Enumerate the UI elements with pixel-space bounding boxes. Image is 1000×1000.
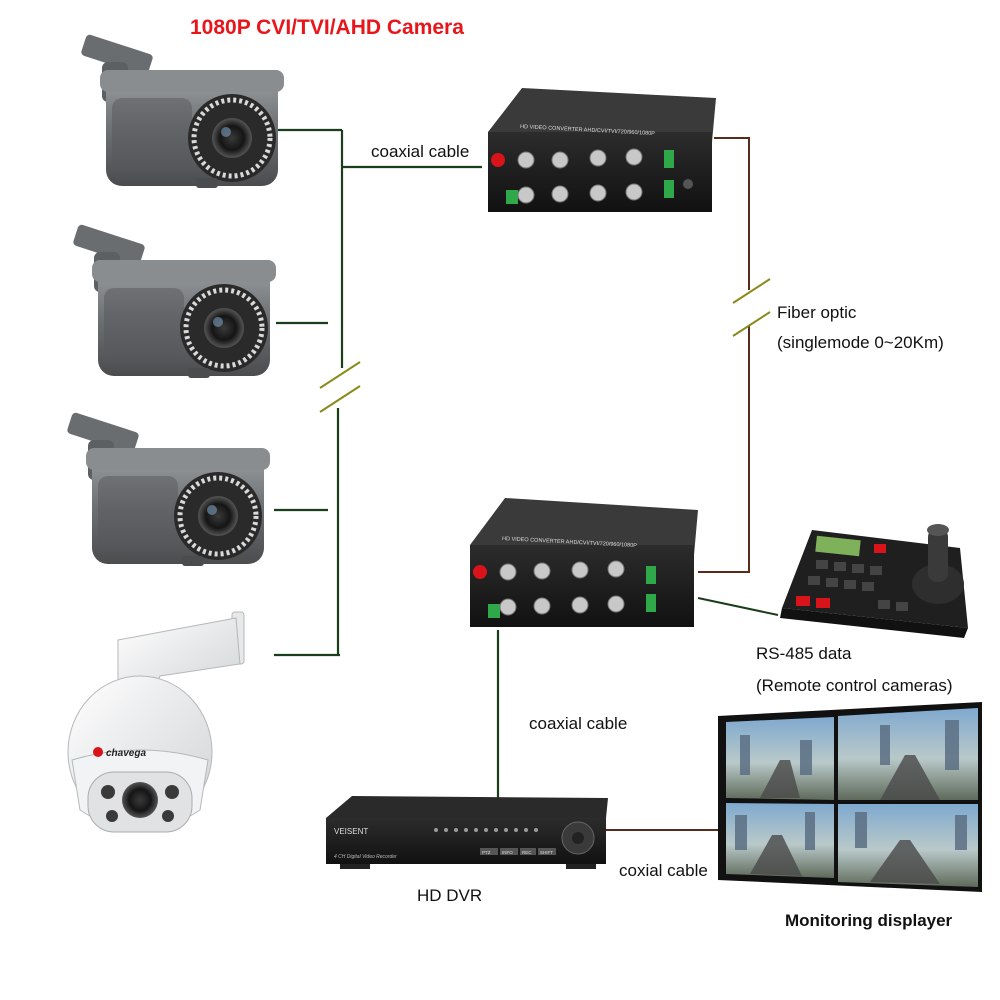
keyboard-keys	[796, 544, 908, 611]
converter-top-bnc-ports	[517, 148, 643, 204]
fiber-break-marks	[732, 278, 771, 337]
screen-roads	[750, 755, 940, 884]
coxial-cable-label: coxial cable	[619, 861, 708, 880]
ptz-dome-camera: chavega	[67, 611, 245, 833]
monitoring-displayer	[718, 702, 982, 892]
dvr-shift-button: SHIFT	[540, 850, 553, 855]
fiber-optic-label: Fiber optic	[777, 303, 857, 322]
hd-dvr-label: HD DVR	[417, 886, 483, 905]
fiber-converter-bottom: HD VIDEO CONVERTER AHD/CVI/TVI/720/960/1…	[470, 498, 698, 627]
camera-coax-cables	[274, 128, 482, 657]
dome-brand-label: chavega	[106, 748, 146, 759]
dvr-info-button: INFO	[502, 850, 513, 855]
bullet-camera-3	[67, 412, 270, 566]
dvr-brand-label: VEISENT	[334, 827, 368, 836]
dvr-model-label: 4 CH Digital Video Recorder	[334, 854, 397, 860]
fiber-converter-top: HD VIDEO CONVERTER AHD/CVI/TVI/720/960/1…	[488, 88, 716, 212]
screen-buildings	[735, 720, 967, 850]
dvr-ptz-button: PTZ	[482, 850, 491, 855]
dvr-rec-button: REC	[522, 850, 532, 855]
rs485-label: RS-485 data	[756, 644, 852, 663]
coax-top-label: coaxial cable	[371, 142, 470, 161]
ptz-keyboard-controller	[780, 524, 968, 638]
hd-dvr: VEISENT 4 CH Digital Video Recorder PTZ …	[326, 796, 608, 869]
fiber-optic-cable	[698, 137, 750, 573]
bullet-camera-2	[73, 224, 276, 378]
converter-bottom-bnc-ports	[499, 560, 625, 616]
diagram-title: 1080P CVI/TVI/AHD Camera	[190, 16, 464, 39]
fiber-range-label: (singlemode 0~20Km)	[777, 333, 944, 352]
rs485-desc-label: (Remote control cameras)	[756, 676, 953, 695]
coax-break-marks	[319, 361, 361, 413]
rs485-cable	[697, 597, 779, 616]
monitor-label: Monitoring displayer	[785, 911, 953, 930]
coax-bottom-label: coaxial cable	[529, 714, 628, 733]
dvr-front-leds	[434, 828, 538, 832]
bullet-camera-1	[81, 34, 284, 188]
